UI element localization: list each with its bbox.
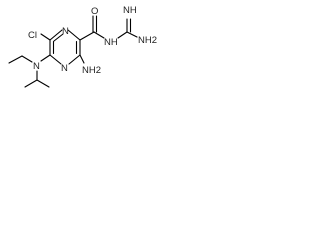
atom-label-nh-imine: NH <box>123 5 137 16</box>
bond-c-guanidine-to-nh2-terminal <box>126 31 138 38</box>
bond-ring-c-nh2-to-n-bottom <box>68 54 81 65</box>
atom-label-n-ring-top: N <box>62 26 69 37</box>
bond-isopropyl-ch-to-ch3-left <box>24 79 38 88</box>
bond-ethyl-ch2-to-ch3 <box>8 55 23 64</box>
bond-c-to-cl <box>40 33 51 41</box>
atom-label-nh2-terminal: NH2 <box>138 35 157 46</box>
bond-c-ring-to-c-carbonyl <box>79 31 95 41</box>
bond-isopropyl-ch-to-ch3-right <box>36 79 50 88</box>
atom-labels: Cl N N N NH2 O NH NH NH2 <box>28 5 157 76</box>
bond-c-to-nh2-ring <box>79 54 85 64</box>
atom-label-o: O <box>91 6 98 17</box>
bond-set <box>8 15 138 88</box>
bond-ring-c-cl-to-n-top <box>49 29 63 41</box>
bond-ring-n-bottom-to-c-amine <box>49 54 62 65</box>
atom-label-n-amine: N <box>33 61 40 72</box>
bond-nh-to-c-guanidine <box>117 31 128 39</box>
atom-label-n-ring-bottom: N <box>61 63 68 74</box>
chemical-structure-diagram: Cl N N N NH2 O NH NH NH2 <box>8 5 157 88</box>
atom-label-nh2-ring: NH2 <box>82 65 101 76</box>
bond-ring-n-top-double <box>53 33 64 42</box>
atom-label-nh: NH <box>104 37 118 48</box>
bond-ring-n-top-to-c-amide <box>67 29 81 41</box>
bond-n-to-ethyl-ch2 <box>21 55 33 63</box>
atom-label-cl: Cl <box>28 30 37 41</box>
bond-c-carbonyl-to-nh <box>93 31 105 39</box>
bond-c-to-n-amine <box>40 54 51 62</box>
